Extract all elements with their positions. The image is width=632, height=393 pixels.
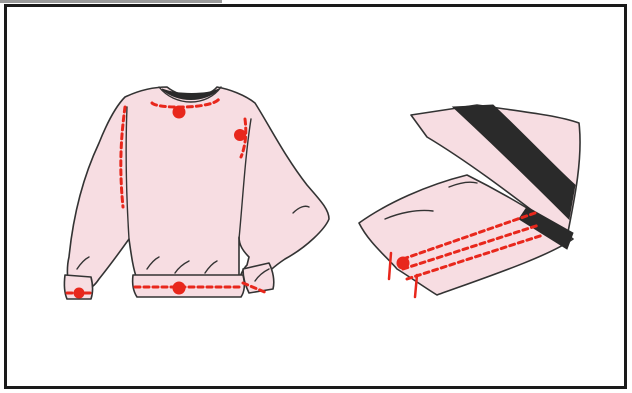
- shoulder-seam-marker: [234, 129, 246, 141]
- waistband-seam-marker: [173, 282, 186, 295]
- sweatshirt-icon: [64, 87, 329, 299]
- top-rule: [0, 0, 222, 3]
- illustration-canvas: [7, 7, 624, 386]
- cuff-seam-marker: [74, 288, 85, 299]
- collar-seam-marker: [173, 106, 186, 119]
- folded-hem-icon: [359, 105, 580, 297]
- hem-stitch-marker: [397, 257, 410, 270]
- illustration-panel: [4, 4, 627, 389]
- right-cuff: [243, 263, 274, 293]
- sweatshirt-body: [68, 87, 330, 289]
